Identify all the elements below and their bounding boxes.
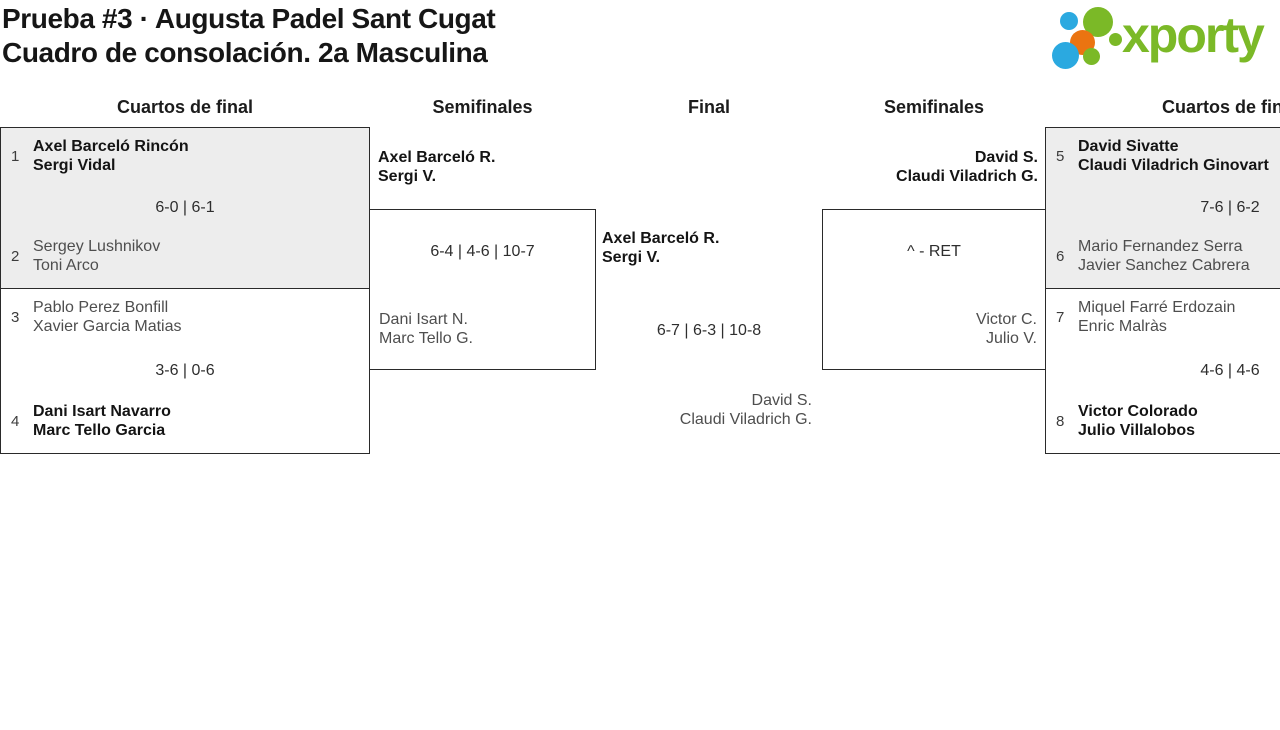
player-name: Axel Barceló Rincón [33, 138, 189, 155]
final-winner-label: Axel Barceló R. Sergi V. [602, 229, 719, 267]
player-name: Sergi Vidal [33, 157, 116, 174]
team-row: 3 Pablo Perez Bonfill Xavier Garcia Mati… [11, 298, 182, 336]
logo-dot-green-small-icon [1083, 48, 1100, 65]
match-score: 7-6 | 6-2 [1200, 199, 1260, 216]
team-names: Sergey Lushnikov Toni Arco [33, 237, 160, 275]
match-box-semifinal-left: 6-4 | 4-6 | 10-7 Dani Isart N. Marc Tell… [369, 209, 596, 370]
player-name: Sergey Lushnikov [33, 238, 161, 255]
seed-number: 6 [1056, 247, 1065, 265]
team-row: 1 Axel Barceló Rincón Sergi Vidal [11, 137, 189, 175]
player-name: Claudi Viladrich G. [679, 411, 812, 428]
player-name: Mario Fernandez Serra [1078, 238, 1243, 255]
seed-number: 2 [11, 247, 20, 265]
team-names: Miquel Farré Erdozain Enric Malràs [1078, 298, 1235, 336]
team-names: Dani Isart N. Marc Tello G. [379, 310, 473, 348]
team-row: 5 David Sivatte Claudi Viladrich Ginovar… [1056, 137, 1269, 175]
player-name: Sergi V. [378, 168, 437, 185]
player-name: Toni Arco [33, 257, 99, 274]
round-header-quarterfinals-left: Cuartos de final [116, 97, 254, 117]
team-names: David Sivatte Claudi Viladrich Ginovart [1078, 137, 1269, 175]
round-header-semifinals-left: Semifinales [432, 97, 533, 117]
player-name: Julio V. [986, 330, 1037, 347]
player-name: Victor Colorado [1078, 403, 1198, 420]
final-runnerup-label: David S. Claudi Viladrich G. [680, 391, 812, 429]
team-names: Axel Barceló Rincón Sergi Vidal [33, 137, 189, 175]
seed-number: 3 [11, 308, 20, 326]
page-title: Prueba #3 · Augusta Padel Sant Cugat [2, 3, 496, 34]
seed-number: 5 [1056, 147, 1065, 165]
player-name: Julio Villalobos [1078, 422, 1196, 439]
team-row: 2 Sergey Lushnikov Toni Arco [11, 237, 160, 275]
team-names: Pablo Perez Bonfill Xavier Garcia Matias [33, 298, 182, 336]
seed-number: 4 [11, 412, 20, 430]
team-row: 4 Dani Isart Navarro Marc Tello Garcia [11, 402, 171, 440]
player-name: Dani Isart N. [379, 311, 468, 328]
player-name: Sergi V. [602, 249, 661, 266]
match-score: 3-6 | 0-6 [155, 362, 215, 379]
team-names: Victor Colorado Julio Villalobos [1078, 402, 1198, 440]
final-score: 6-7 | 6-3 | 10-8 [656, 322, 762, 339]
team-row: 7 Miquel Farré Erdozain Enric Malràs [1056, 298, 1235, 336]
logo-dot-green-tiny-icon [1109, 33, 1122, 46]
seed-number: 7 [1056, 308, 1065, 326]
logo-dot-blue-small-icon [1060, 12, 1078, 30]
match-box-qf-1: 1 Axel Barceló Rincón Sergi Vidal 6-0 | … [0, 127, 370, 289]
match-box-semifinal-right: ^ - RET Victor C. Julio V. [822, 209, 1046, 370]
match-score: ^ - RET [907, 243, 961, 260]
seed-number: 1 [11, 147, 20, 165]
player-name: Pablo Perez Bonfill [33, 299, 169, 316]
match-score: 4-6 | 4-6 [1200, 362, 1260, 379]
semifinal-left-winner-label: Axel Barceló R. Sergi V. [378, 148, 495, 186]
player-name: Miquel Farré Erdozain [1078, 299, 1236, 316]
player-name: Marc Tello Garcia [33, 422, 166, 439]
player-name: Dani Isart Navarro [33, 403, 171, 420]
match-score: 6-4 | 4-6 | 10-7 [430, 243, 535, 260]
match-score: 6-0 | 6-1 [155, 199, 215, 216]
logo-wordmark: xporty [1122, 7, 1265, 63]
player-name: David Sivatte [1078, 138, 1179, 155]
player-name: Javier Sanchez Cabrera [1078, 257, 1250, 274]
team-names: Mario Fernandez Serra Javier Sanchez Cab… [1078, 237, 1250, 275]
player-name: Axel Barceló R. [602, 230, 720, 247]
match-box-qf-4: 7 Miquel Farré Erdozain Enric Malràs 4-6… [1045, 288, 1280, 454]
team-names: Victor C. Julio V. [976, 310, 1037, 348]
page-subtitle: Cuadro de consolación. 2a Masculina [2, 37, 488, 68]
seed-number: 8 [1056, 412, 1065, 430]
player-name: Xavier Garcia Matias [33, 318, 182, 335]
team-names: Dani Isart Navarro Marc Tello Garcia [33, 402, 171, 440]
team-row: 6 Mario Fernandez Serra Javier Sanchez C… [1056, 237, 1250, 275]
match-box-qf-3: 5 David Sivatte Claudi Viladrich Ginovar… [1045, 127, 1280, 289]
round-header-semifinals-right: Semifinales [883, 97, 985, 117]
player-name: Claudi Viladrich Ginovart [1078, 157, 1269, 174]
player-name: David S. [751, 392, 812, 409]
team-row: 8 Victor Colorado Julio Villalobos [1056, 402, 1198, 440]
round-header-final: Final [687, 97, 730, 117]
semifinal-right-winner-label: David S. Claudi Viladrich G. [896, 148, 1038, 186]
player-name: David S. [974, 149, 1038, 166]
player-name: Axel Barceló R. [378, 149, 496, 166]
round-header-quarterfinals-right: Cuartos de final [1161, 97, 1280, 117]
player-name: Claudi Viladrich G. [896, 168, 1038, 185]
logo-dot-blue-large-icon [1052, 42, 1079, 69]
player-name: Marc Tello G. [379, 330, 473, 347]
match-box-qf-2: 3 Pablo Perez Bonfill Xavier Garcia Mati… [0, 288, 370, 454]
player-name: Enric Malràs [1078, 318, 1167, 335]
player-name: Victor C. [975, 311, 1037, 328]
xporty-logo[interactable]: xporty [1045, 0, 1280, 76]
